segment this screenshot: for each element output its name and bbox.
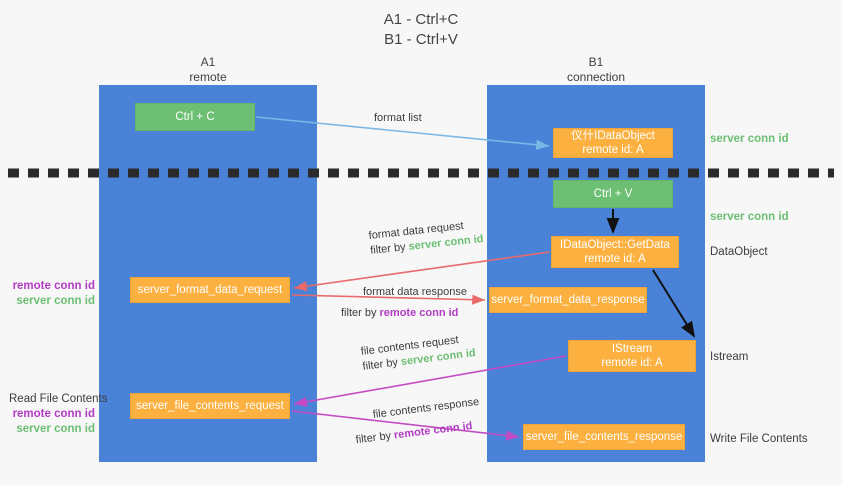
lane-header-a1: A1 remote [99,55,317,85]
node-idataobject-getdata-line2: remote id: A [584,253,646,265]
node-server-file-contents-request[interactable]: server_file_contents_request [130,393,290,419]
node-idataobject-getdata-line1: IDataObject::GetData [560,239,670,251]
label-conn-id-group-format: remote conn id server conn id [9,279,95,309]
title-line-1: A1 - Ctrl+C [383,11,459,28]
node-server-format-data-request-label: server_format_data_request [137,284,283,296]
caption-file-contents-response: file contents response filter by remote … [355,395,483,446]
caption-format-data-request: format data request filter by server con… [368,217,484,259]
node-idataobject-instance[interactable]: 仪什IDataObject remote id: A [553,128,673,158]
caption-filter-by-3: filter by [361,356,399,373]
node-server-format-data-request[interactable]: server_format_data_request [130,277,290,303]
label-read-file-contents: Read File Contents [9,393,108,405]
label-remote-conn-id-2: remote conn id [12,408,95,420]
node-idataobject-instance-line1: 仪什IDataObject [571,130,655,142]
caption-filter-by-2: filter by [341,307,377,319]
node-server-format-data-response-label: server_format_data_response [491,294,645,306]
lane-a1-subtitle: remote [189,70,227,84]
caption-filter-by-4: filter by [355,429,392,447]
caption-format-list-text: format list [374,112,422,124]
caption-filter-by-1: filter by [369,241,407,257]
caption-format-data-response-text: format data response [363,286,467,298]
label-istream: Istream [710,351,749,363]
node-server-file-contents-request-label: server_file_contents_request [136,400,284,412]
lane-b1-name: B1 [588,55,604,69]
node-ctrl-c[interactable]: Ctrl + C [135,103,255,131]
label-server-conn-id-4: server conn id [16,423,95,435]
node-istream[interactable]: IStream remote id: A [568,340,696,372]
lane-b1-subtitle: connection [566,70,626,84]
label-server-conn-id-second: server conn id [710,211,789,223]
diagram-title: A1 - Ctrl+C B1 - Ctrl+V [0,10,842,50]
caption-format-list: format list [374,111,422,126]
node-server-file-contents-response[interactable]: server_file_contents_response [523,424,685,450]
title-line-2: B1 - Ctrl+V [384,31,458,48]
node-istream-line1: IStream [611,343,653,355]
node-ctrl-c-label: Ctrl + C [175,111,215,123]
caption-remote-conn-id-1: remote conn id [379,307,459,319]
caption-remote-conn-id-2: remote conn id [393,419,474,442]
lane-header-b1: B1 connection [487,55,705,85]
label-conn-id-group-file: Read File Contents remote conn id server… [9,392,108,437]
label-write-file-contents: Write File Contents [710,433,808,445]
label-remote-conn-id-1: remote conn id [12,280,95,292]
node-idataobject-instance-line2: remote id: A [582,144,644,156]
caption-format-data-response: format data response filter by remote co… [341,285,467,321]
node-idataobject-getdata[interactable]: IDataObject::GetData remote id: A [551,236,679,268]
lane-a1-name: A1 [200,55,216,69]
label-server-conn-id-top: server conn id [710,133,789,145]
node-ctrl-v[interactable]: Ctrl + V [553,180,673,208]
caption-file-contents-response-text: file contents response [372,395,480,421]
node-istream-line2: remote id: A [601,357,663,369]
node-server-format-data-response[interactable]: server_format_data_response [489,287,647,313]
label-dataobject: DataObject [710,246,768,258]
label-server-conn-id-3: server conn id [16,295,95,307]
node-ctrl-v-label: Ctrl + V [593,188,633,200]
node-server-file-contents-response-label: server_file_contents_response [525,431,683,443]
caption-file-contents-request: file contents request filter by server c… [360,331,477,375]
